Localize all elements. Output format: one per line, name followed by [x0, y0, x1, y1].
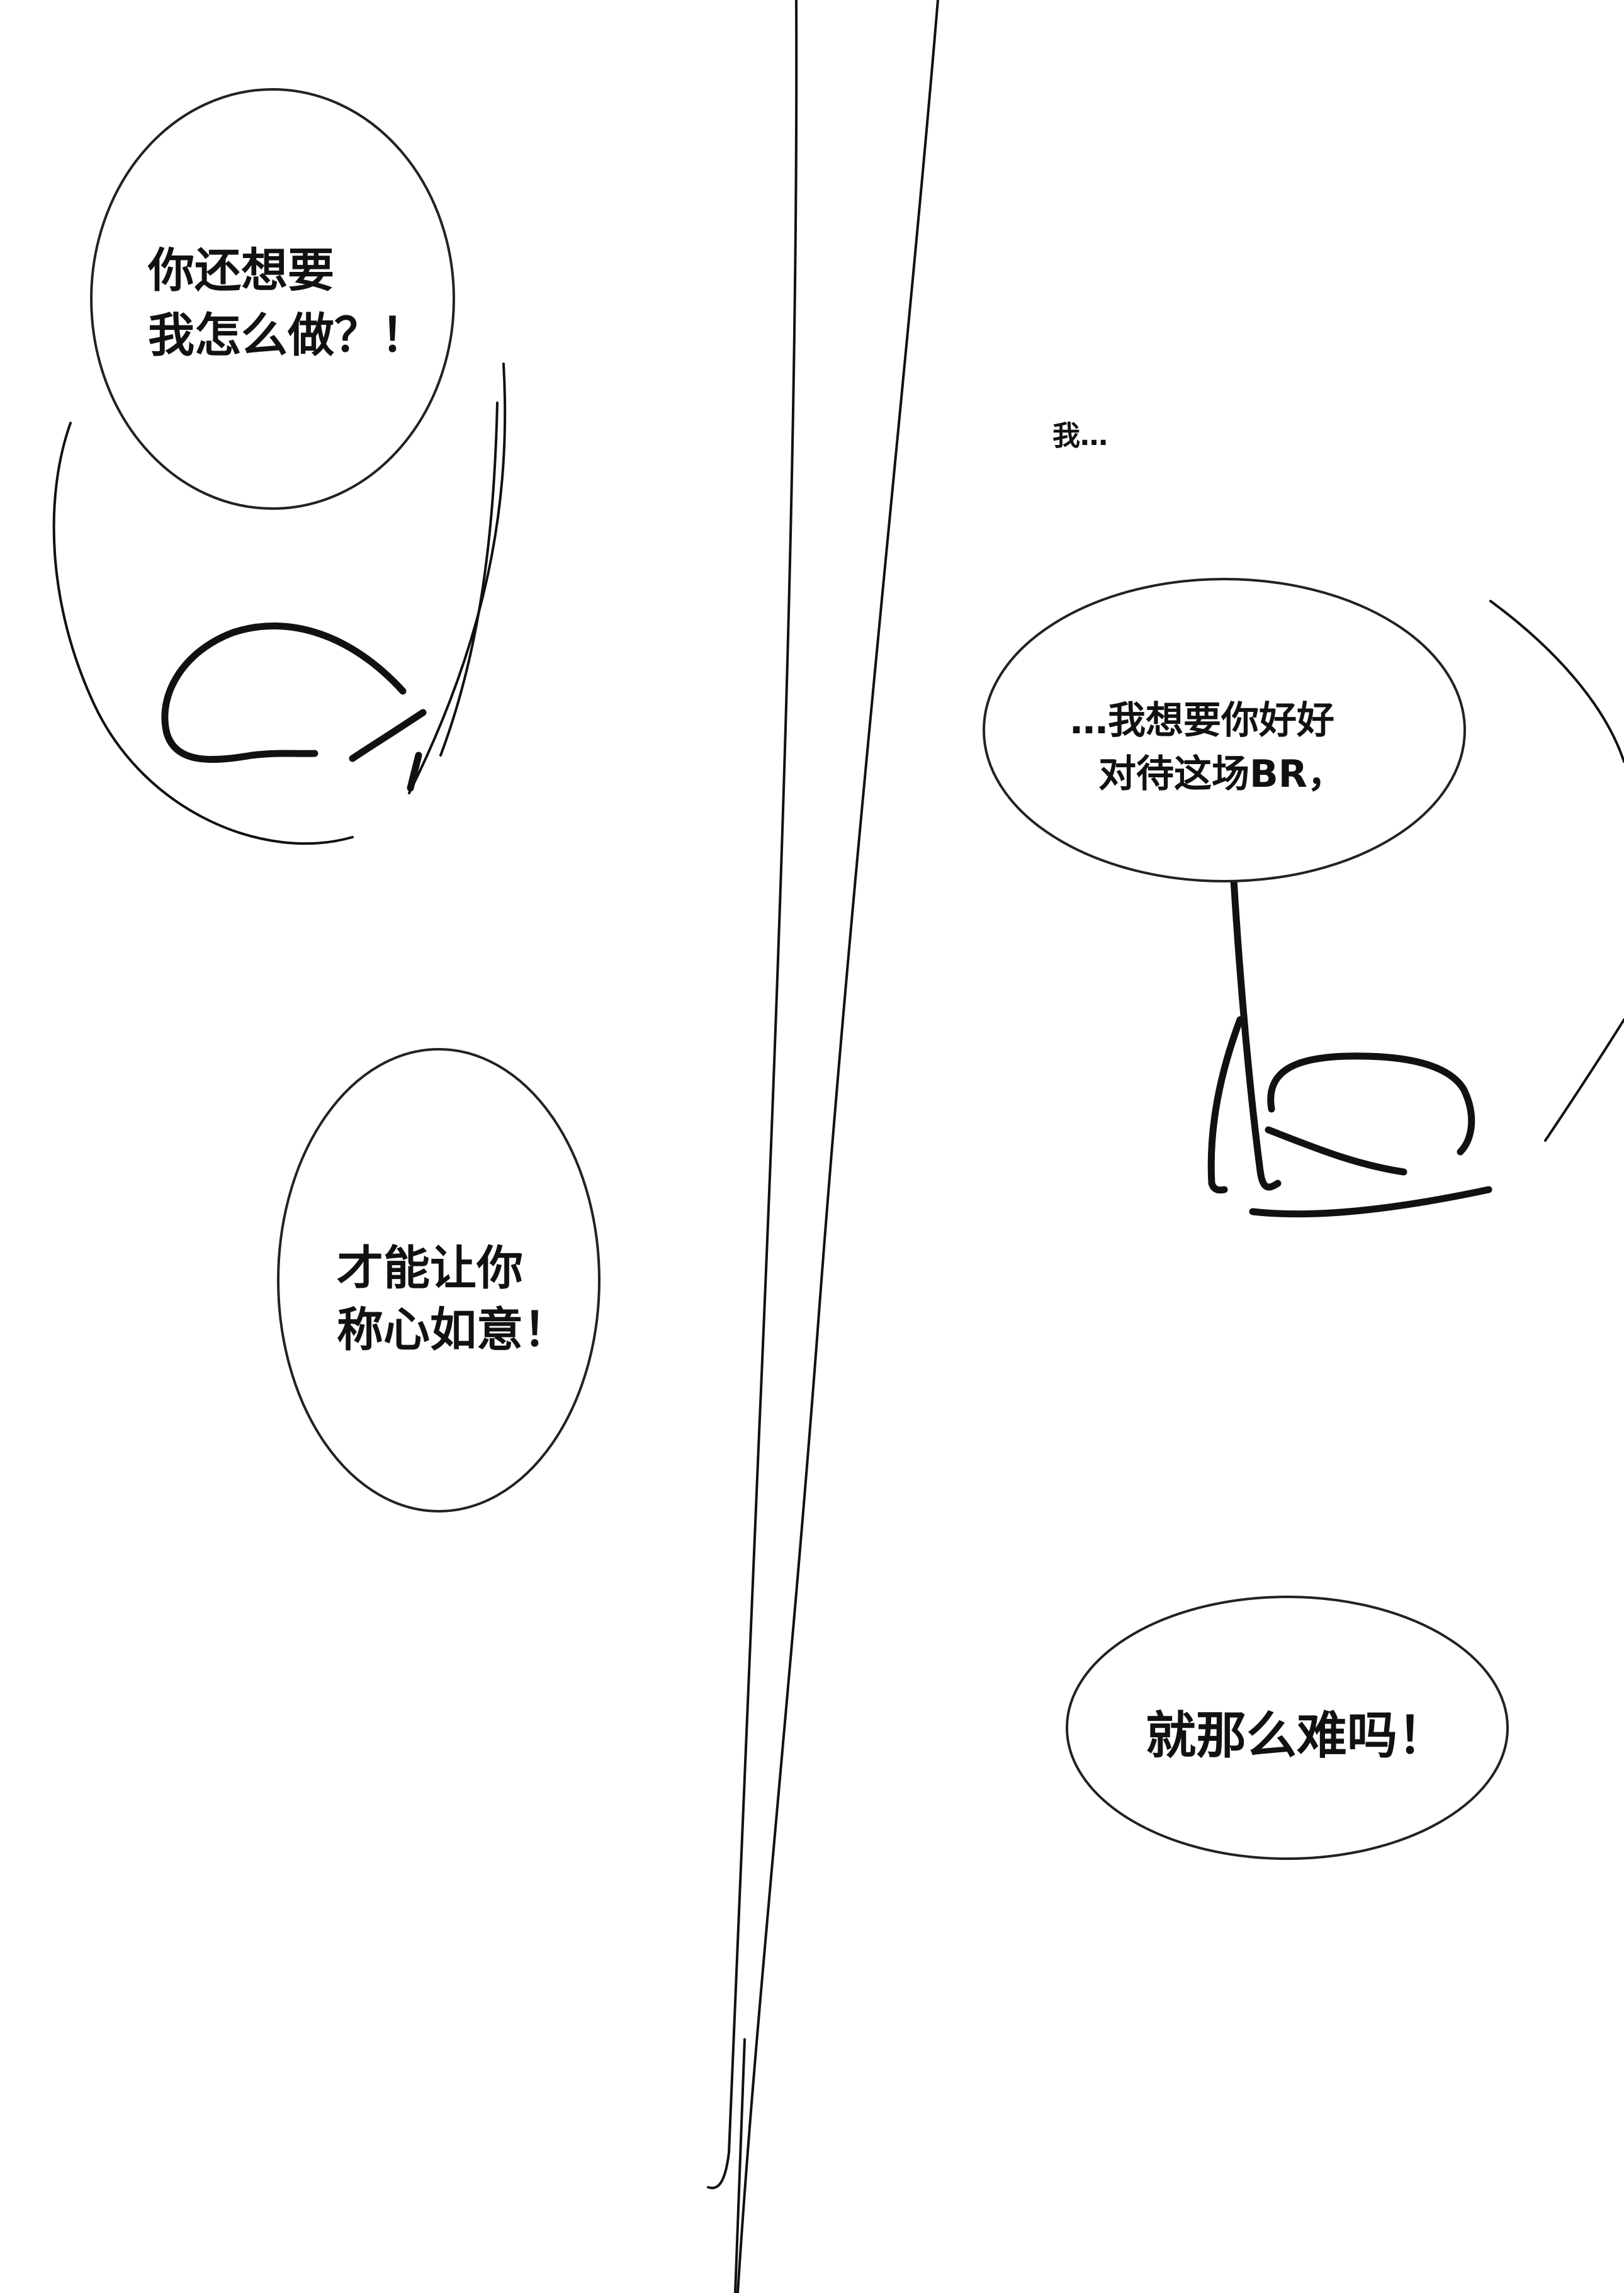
left-top-bubble-line2: 我怎么做？！	[148, 308, 427, 363]
left-hair-outline-right	[408, 363, 507, 794]
left-middle-speech-bubble: 才能让你 称心如意！	[277, 1048, 601, 1513]
right-character-sketch	[1207, 600, 1624, 1218]
right-bottom-speech-bubble: 就那么难吗！	[1066, 1596, 1509, 1860]
left-top-bubble-shape	[90, 88, 455, 510]
divider-line-right-stroke2	[734, 2038, 746, 2293]
left-middle-bubble-line1: 才能让你	[337, 1241, 523, 1295]
right-top-speech-bubble: …我想要你好好 对待这场BR，	[983, 578, 1466, 882]
right-eye-lower	[1265, 1126, 1407, 1176]
left-eye-lash	[349, 709, 427, 762]
divider-line-left	[707, 0, 798, 2190]
panel-divider	[707, 0, 939, 2293]
right-bangs-stroke	[1230, 876, 1282, 1191]
right-bangs-stroke-left	[1207, 1016, 1244, 1194]
right-top-bubble-line2: 对待这场BR，	[1098, 752, 1345, 796]
left-top-bubble-line1: 你还想要	[147, 244, 334, 298]
left-character-sketch	[52, 363, 507, 845]
right-small-caption: 我…	[1052, 420, 1108, 452]
left-hair-outline-left	[52, 422, 354, 845]
right-top-bubble-line1: …我想要你好好	[1070, 699, 1334, 743]
right-eye-arc	[1267, 1052, 1475, 1156]
left-middle-bubble-shape	[277, 1048, 601, 1513]
right-chin-stroke	[1249, 1186, 1492, 1218]
left-eye-arc	[161, 622, 407, 763]
right-hair-outline-top	[1489, 600, 1624, 763]
right-bottom-bubble-shape	[1066, 1596, 1509, 1860]
left-cheek-stroke	[407, 752, 422, 792]
right-bottom-bubble-line1: 就那么难吗！	[1146, 1706, 1448, 1765]
divider-line-right	[736, 0, 939, 2293]
right-top-bubble-shape	[983, 578, 1466, 882]
left-hair-outline-right-2	[439, 402, 499, 757]
left-middle-bubble-line2: 称心如意！	[337, 1303, 570, 1357]
right-hair-outline-right	[1544, 1018, 1624, 1142]
left-top-speech-bubble: 你还想要 我怎么做？！	[90, 88, 455, 510]
